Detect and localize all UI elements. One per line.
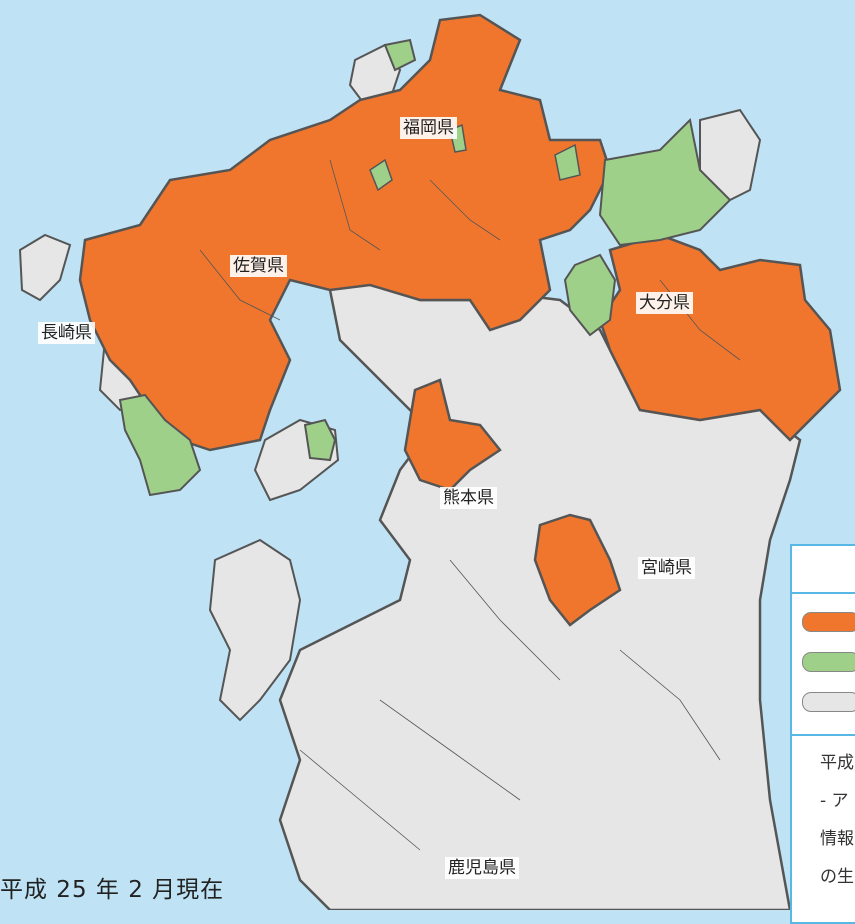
region-orange-miyazaki: [533, 513, 622, 627]
region-orange-kumamoto: [403, 378, 502, 492]
region-green-nagasaki-south: [118, 393, 202, 497]
label-nagasaki: 長崎県: [38, 322, 95, 344]
label-kumamoto: 熊本県: [440, 487, 497, 509]
region-green-shimabara: [303, 418, 337, 462]
region-green-fukuoka-east: [554, 143, 581, 181]
legend-panel: 平成 - ア 情報 の生: [790, 544, 855, 924]
legend-note-line-1: 平成: [820, 753, 854, 773]
municipal-borders: [199, 159, 741, 851]
legend-note-line-4: の生: [820, 867, 854, 887]
legend-separator: [792, 734, 855, 736]
legend-swatch-green: [802, 652, 855, 672]
label-kagoshima: 鹿児島県: [445, 857, 519, 879]
region-gray-goto: [18, 233, 72, 302]
legend-note-line-2: - ア: [820, 791, 849, 811]
legend-swatch-gray: [802, 692, 855, 712]
legend-swatch-orange: [802, 612, 855, 632]
region-green-oita-north: [598, 117, 732, 247]
label-saga: 佐賀県: [230, 255, 287, 277]
label-fukuoka: 福岡県: [400, 117, 457, 139]
date-caption: 平成 25 年 2 月現在: [0, 877, 225, 903]
label-miyazaki: 宮崎県: [638, 557, 695, 579]
legend-header: [792, 546, 855, 594]
region-green-oita-west: [563, 253, 617, 337]
label-oita: 大分県: [636, 292, 693, 314]
region-green-fukuoka-north: [383, 38, 417, 72]
region-orange-oita: [598, 233, 842, 442]
region-green-fukuoka-small1: [369, 158, 393, 192]
legend-note-line-3: 情報: [820, 829, 854, 849]
region-orange-north: [78, 13, 612, 452]
region-gray-amakusa: [208, 538, 302, 722]
